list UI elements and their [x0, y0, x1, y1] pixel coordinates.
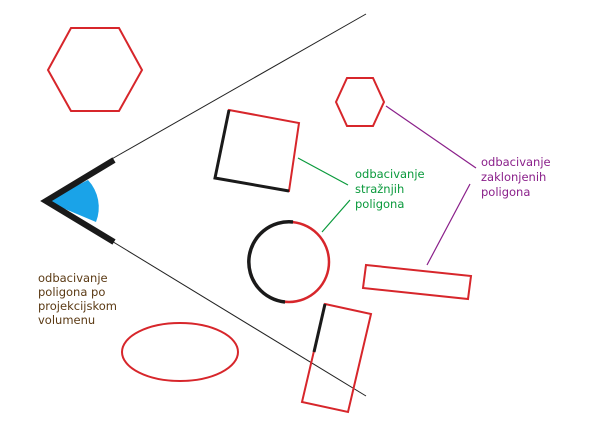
connector-occlusion-hexagon — [385, 105, 477, 169]
hexagon-outside — [46, 27, 144, 112]
camera-eye-icon — [40, 157, 116, 245]
frustum-lower-edge — [109, 239, 367, 397]
rectangle-crossing — [300, 302, 373, 414]
frustum-upper-edge — [109, 13, 367, 161]
connector-occlusion-rectangle — [426, 183, 471, 266]
connector-backface-circle — [321, 199, 351, 233]
label-occlusion-culling: odbacivanje zaklonjenih poligona — [481, 155, 554, 199]
square-back-edges — [213, 109, 290, 193]
label-backface-culling: odbacivanje stražnjih poligona — [355, 167, 428, 211]
ellipse-outside — [121, 322, 239, 382]
circle-back-arc — [247, 220, 294, 304]
camera-fov-wedge — [46, 180, 99, 222]
hexagon-occluded — [334, 77, 386, 127]
rectangle-crossing-back-edge — [312, 303, 327, 353]
label-frustum-culling: odbacivanje poligona po projekcijskom vo… — [38, 271, 121, 327]
connector-backface-square — [297, 157, 349, 186]
rectangle-occluded — [361, 263, 473, 301]
